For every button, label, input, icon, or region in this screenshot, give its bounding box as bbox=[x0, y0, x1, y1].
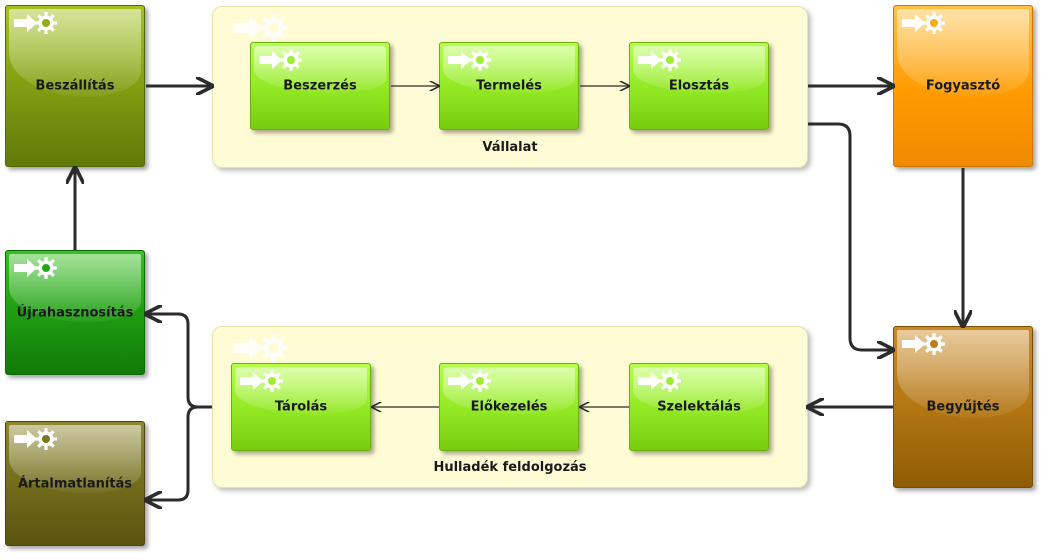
preprocessing-label: Előkezelés bbox=[470, 399, 548, 415]
supplier-label: Beszállítás bbox=[35, 78, 115, 94]
waste-processing-label: Hulladék feldolgozás bbox=[433, 460, 587, 475]
waste-to-disposal-arrow bbox=[146, 405, 212, 500]
reuse-label: Újrahasznosítás bbox=[16, 305, 134, 320]
storage-label: Tárolás bbox=[274, 399, 328, 415]
distribution-label: Elosztás bbox=[668, 78, 730, 94]
procurement-label: Beszerzés bbox=[283, 78, 357, 94]
production-label: Termelés bbox=[476, 78, 542, 94]
consumer-label: Fogyasztó bbox=[925, 78, 1001, 94]
sorting-label: Szelektálás bbox=[657, 399, 741, 415]
company-to-collection-arrow bbox=[808, 122, 893, 350]
collection-label: Begyűjtés bbox=[926, 399, 1000, 415]
waste-to-reuse-arrow bbox=[146, 314, 212, 409]
disposal-label: Ártalmatlanítás bbox=[17, 476, 133, 491]
company-label: Vállalat bbox=[482, 140, 538, 155]
